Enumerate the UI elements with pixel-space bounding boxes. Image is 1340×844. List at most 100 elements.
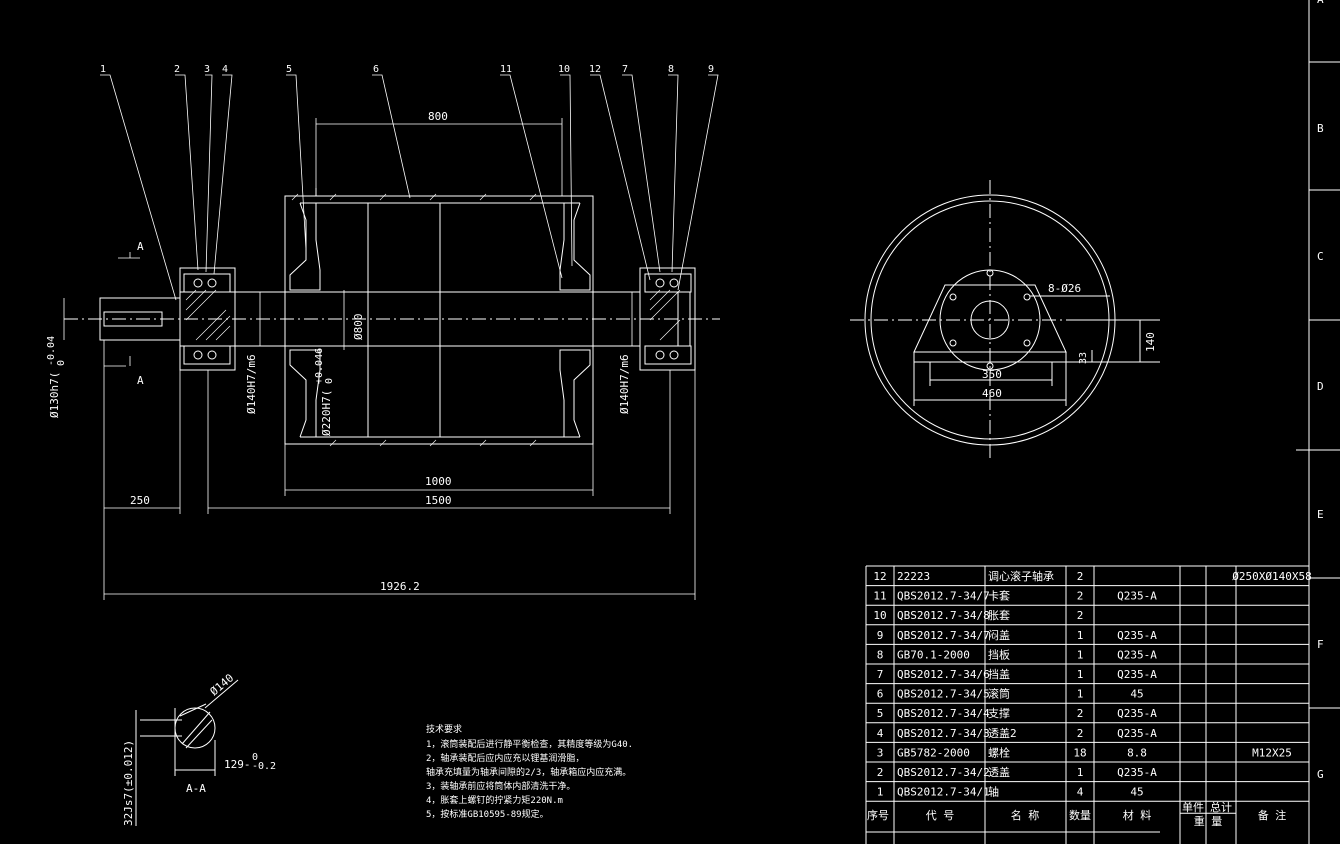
dim-250: 250 <box>130 494 150 507</box>
bom-cell: 2 <box>1077 570 1084 583</box>
bom-cell: 名 称 <box>1011 808 1040 822</box>
side-view-dims: 8-Ø26 350 460 140 33 <box>982 282 1157 400</box>
bom-cell: 数量 <box>1069 809 1091 822</box>
bom-cell: QBS2012.7-34/7 <box>897 629 990 642</box>
bom-cell: 备 注 <box>1258 808 1287 822</box>
bom-cell: GB5782-2000 <box>897 746 970 759</box>
side-view <box>850 180 1160 460</box>
bom-cell: 7 <box>877 668 884 681</box>
bom-cell: 4 <box>1077 786 1084 799</box>
bom-cell: 序号 <box>867 808 889 822</box>
bom-cell: 透盖 <box>988 765 1010 779</box>
bom-cell: 3 <box>877 746 884 759</box>
balloon-label: 4 <box>222 64 228 75</box>
bom-cell: 1 <box>1077 629 1084 642</box>
dim-phi220: Ø220H7( <box>320 390 333 436</box>
bom-cell: 挡板 <box>988 647 1010 661</box>
bom-cell: 45 <box>1130 688 1143 701</box>
dim-1500: 1500 <box>425 494 452 507</box>
bom-cell: 2 <box>1077 727 1084 740</box>
balloon-label: 11 <box>500 64 512 75</box>
border-letter: A <box>1317 0 1324 6</box>
bom-cell: QBS2012.7-34/4 <box>897 707 990 720</box>
dim-phi130-tol2: 0 <box>56 360 67 366</box>
bom-cell: Q235-A <box>1117 668 1157 681</box>
bom-cell: 螺栓 <box>988 745 1010 759</box>
section-mark-a-bottom: A <box>137 374 144 387</box>
dim-holes: 8-Ø26 <box>1048 282 1081 295</box>
bom-cell: 轴 <box>988 785 999 799</box>
bom-cell: 单件 <box>1182 801 1204 814</box>
note-line: 1，滚筒装配后进行静平衡检查，其精度等级为G40. <box>426 738 633 750</box>
border-letter: C <box>1317 250 1324 263</box>
dim-1926: 1926.2 <box>380 580 420 593</box>
note-line: 轴承充填量为轴承间隙的2/3，轴承箱应内应充满。 <box>426 766 631 778</box>
dim-140: 140 <box>1144 332 1157 352</box>
bom-cell: 透盖2 <box>988 726 1017 740</box>
bom-cell: 8.8 <box>1127 746 1147 759</box>
note-line: 3，装轴承前应将筒体内部清洗干净。 <box>426 780 575 792</box>
balloons: 1 2 3 4 5 6 11 10 12 7 8 9 <box>100 64 714 75</box>
balloon-label: 3 <box>204 64 210 75</box>
bom-cell: 10 <box>873 609 886 622</box>
bom-cell: 胀套 <box>988 609 1010 622</box>
bom-cell: 11 <box>873 590 886 603</box>
dim-800: 800 <box>428 110 448 123</box>
border-letter: D <box>1317 380 1324 393</box>
bom-cell: 调心滚子轴承 <box>988 569 1054 583</box>
dimension-lines <box>63 118 696 600</box>
bom-cell: Q235-A <box>1117 766 1157 779</box>
border-letter: E <box>1317 508 1324 521</box>
bom-cell: 闷盖 <box>988 628 1010 642</box>
bom-cell: QBS2012.7-34/7 <box>897 590 990 603</box>
bom-cell: 挡盖 <box>988 667 1010 681</box>
dim-phi140-left: Ø140H7/m6 <box>245 354 258 414</box>
bom-cell: QBS2012.7-34/3 <box>897 727 990 740</box>
bom-cell: 45 <box>1130 786 1143 799</box>
bom-cell: Ø250XØ140X58 <box>1232 570 1311 583</box>
bom-cell: 1 <box>1077 668 1084 681</box>
dim-350: 350 <box>982 368 1002 381</box>
dim-33: 33 <box>1078 352 1089 364</box>
bom-cell: 5 <box>877 707 884 720</box>
note-line: 5，按标准GB10595-89规定。 <box>426 808 549 820</box>
bom-cell: 支撑 <box>988 706 1010 720</box>
border-letter: G <box>1317 768 1324 781</box>
balloon-label: 8 <box>668 64 674 75</box>
technical-requirements: 技术要求 1，滚筒装配后进行静平衡检查，其精度等级为G40. 2，轴承装配后应内… <box>426 723 633 820</box>
dim-phi800: Ø800 <box>352 314 365 341</box>
border-letters: A B C D E F G <box>1317 0 1324 781</box>
hatching <box>185 193 681 447</box>
bom-cell: 4 <box>877 727 884 740</box>
bom-cell: 1 <box>1077 688 1084 701</box>
bom-cell: Q235-A <box>1117 629 1157 642</box>
bom-cell: 12 <box>873 570 886 583</box>
bom-cell: 2 <box>1077 707 1084 720</box>
border-letter: B <box>1317 122 1324 135</box>
bom-cell: 重 量 <box>1194 814 1223 828</box>
bom-cell: 材 料 <box>1123 808 1152 822</box>
section-a-a <box>135 679 239 826</box>
bom-cell: QBS2012.7-34/8 <box>897 609 990 622</box>
balloon-label: 5 <box>286 64 292 75</box>
bom-cell: QBS2012.7-34/1 <box>897 786 990 799</box>
balloon-label: 12 <box>589 64 601 75</box>
bom-cell: 代 号 <box>926 809 955 822</box>
dim-phi130: Ø130h7( <box>48 372 61 418</box>
note-line: 4，胀套上螺钉的拧紧力矩220N.m <box>426 794 563 806</box>
section-label: A-A <box>186 782 206 795</box>
dim-sec-129: 129- <box>224 758 251 771</box>
section-mark-a-top: A <box>137 240 144 253</box>
bom-cell: 1 <box>877 786 884 799</box>
bom-cell: 2 <box>1077 590 1084 603</box>
bom-cell: Q235-A <box>1117 590 1157 603</box>
balloon-label: 10 <box>558 64 570 75</box>
balloon-label: 9 <box>708 64 714 75</box>
dim-phi220-tol2: 0 <box>324 378 335 384</box>
bom-cell: 9 <box>877 629 884 642</box>
balloon-label: 6 <box>373 64 379 75</box>
front-view <box>64 188 720 445</box>
bom-cell: GB70.1-2000 <box>897 648 970 661</box>
bom-cell: M12X25 <box>1252 746 1292 759</box>
